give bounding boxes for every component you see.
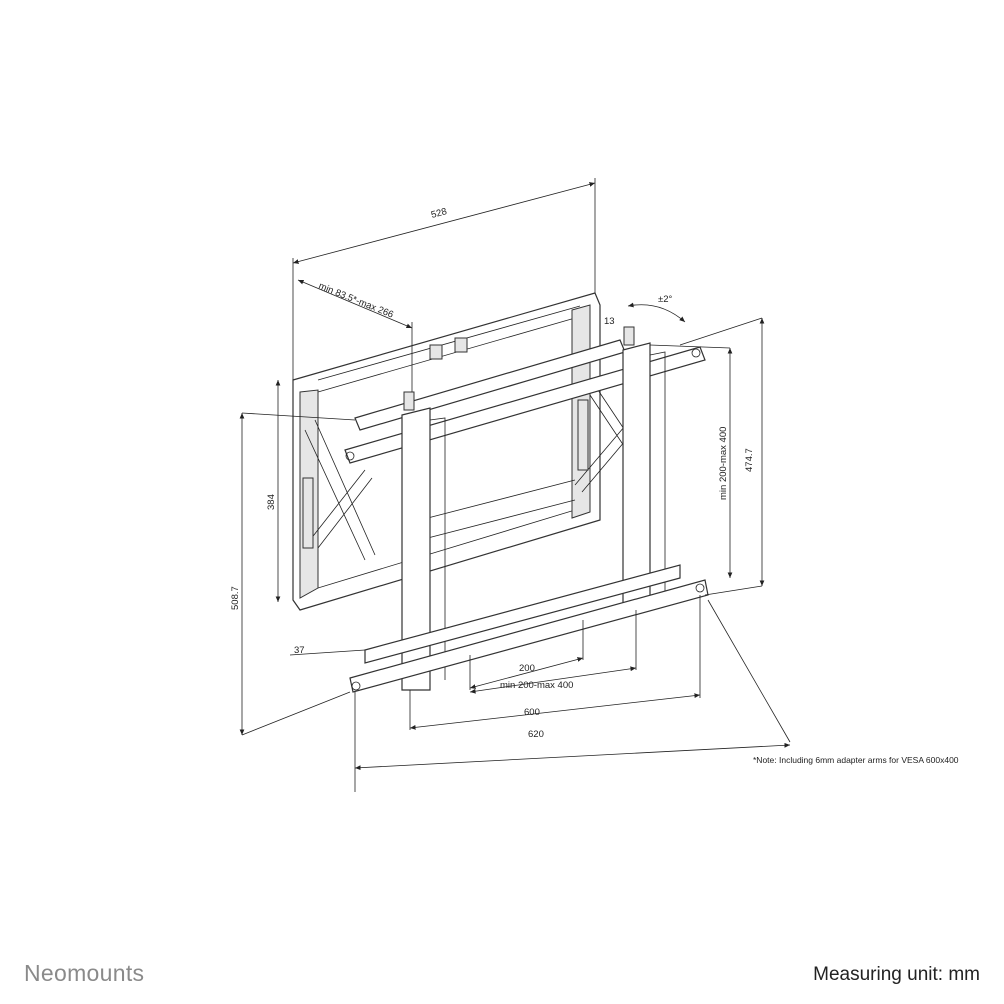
note-text: *Note: Including 6mm adapter arms for VE… xyxy=(753,755,959,765)
measuring-unit: Measuring unit: mm xyxy=(813,964,980,985)
dim-600: 600 xyxy=(524,707,540,718)
dim-620: 620 xyxy=(528,729,544,740)
bottom-bar xyxy=(349,564,709,693)
dim-depth-range: min 83.5*-max 266 xyxy=(317,281,395,321)
dim-vesa-horizontal: min 200-max 400 xyxy=(500,680,573,691)
dim-508-7: 508.7 xyxy=(230,586,241,610)
dim-13: 13 xyxy=(604,316,615,327)
dim-528: 528 xyxy=(430,206,448,221)
dim-384: 384 xyxy=(266,494,277,510)
dim-200: 200 xyxy=(519,663,535,674)
dim-474-7: 474.7 xyxy=(744,448,755,472)
dim-vesa-vertical: min 200-max 400 xyxy=(718,427,729,500)
top-bar xyxy=(344,339,706,464)
wall-plate xyxy=(292,292,601,611)
brand-logo: Neomounts xyxy=(24,960,145,986)
adjust-knobs xyxy=(403,326,635,411)
dim-tilt: ±2° xyxy=(658,294,672,305)
dim-37: 37 xyxy=(294,645,305,656)
dimension-lines xyxy=(239,178,791,792)
